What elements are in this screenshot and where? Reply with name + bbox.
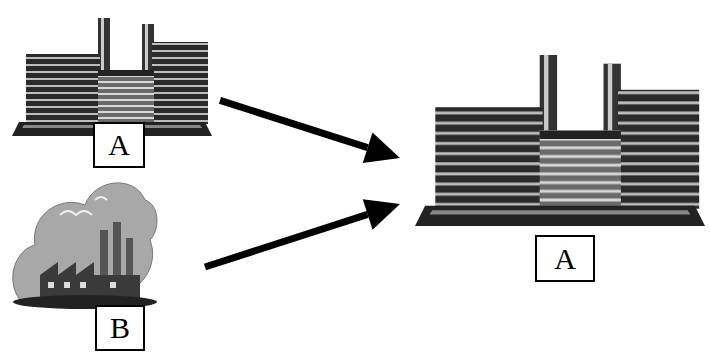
clean-factory <box>12 18 212 136</box>
factory-node: A <box>400 15 705 285</box>
label-box: A <box>535 235 595 282</box>
clean-factory-large <box>415 55 705 226</box>
factory-letter: A <box>554 244 576 274</box>
label-box: A <box>93 122 145 168</box>
factory-node: B <box>5 180 205 354</box>
flow-arrow <box>220 100 400 163</box>
label-box: B <box>95 305 145 351</box>
flow-arrow <box>205 199 400 267</box>
factory-letter: A <box>108 130 130 160</box>
factory-letter: B <box>110 313 130 343</box>
polluting-factory <box>13 183 157 309</box>
factory-node: A <box>5 0 220 170</box>
